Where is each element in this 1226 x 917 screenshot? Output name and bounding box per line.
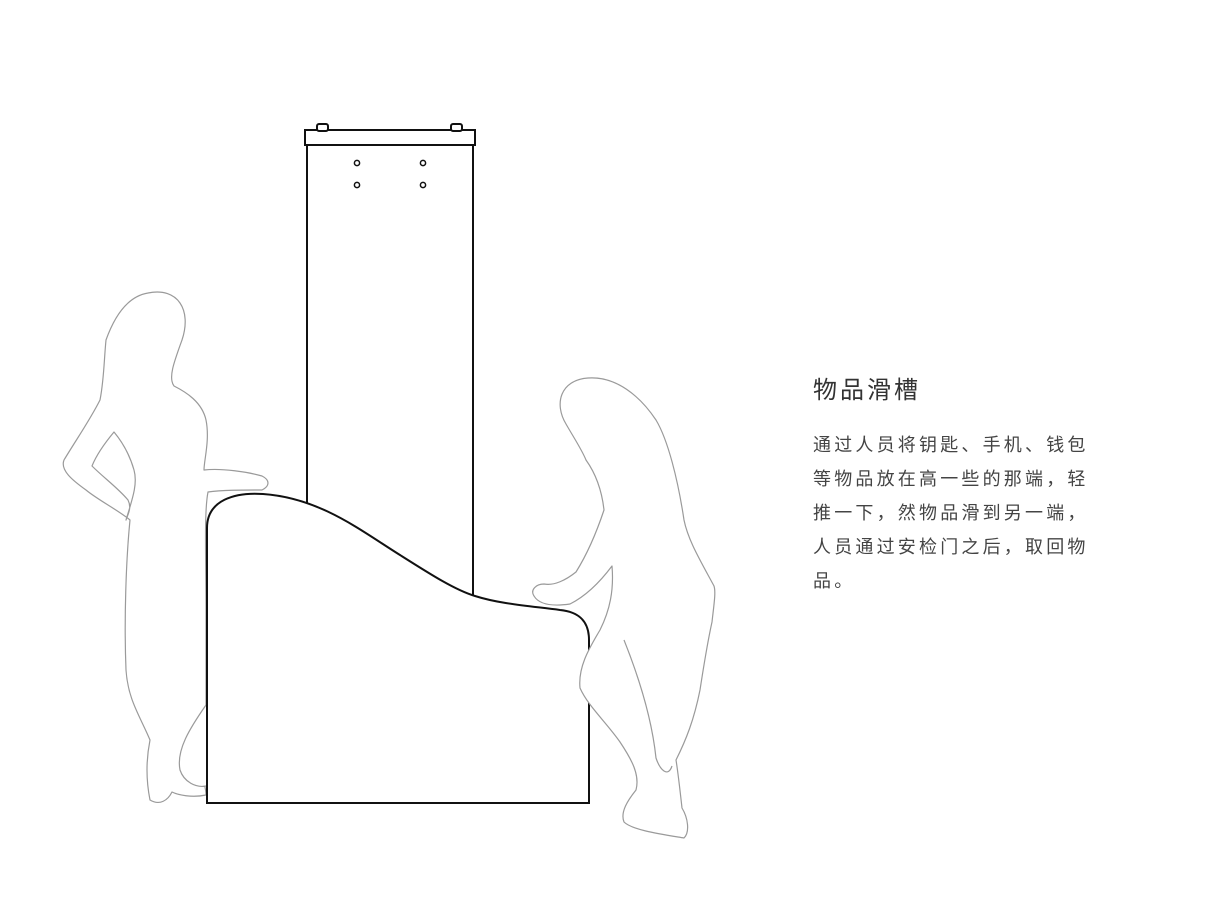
gate-screw: [353, 159, 361, 167]
left-person-leg-back: [178, 704, 207, 787]
left-person-arm: [91, 431, 136, 521]
gate-top-cap: [304, 129, 476, 146]
left-person-body: [62, 291, 269, 804]
gate-top-knob-left: [316, 123, 329, 132]
gate-screw: [419, 181, 427, 189]
gate-top-knob-right: [450, 123, 463, 132]
gate-screw: [353, 181, 361, 189]
right-person-body: [532, 377, 716, 839]
caption-block: 物品滑槽 通过人员将钥匙、手机、钱包等物品放在高一些的那端，轻推一下，然物品滑到…: [813, 370, 1113, 599]
left-person-figure: [62, 291, 269, 804]
caption-description: 通过人员将钥匙、手机、钱包等物品放在高一些的那端，轻推一下，然物品滑到另一端，人…: [813, 435, 1089, 592]
right-person-figure: [532, 377, 716, 839]
item-slide-counter: [206, 492, 590, 804]
gate-screw: [419, 159, 427, 167]
caption-title: 物品滑槽: [813, 376, 921, 404]
slide-body: [206, 492, 590, 804]
right-person-back-leg: [623, 639, 673, 773]
